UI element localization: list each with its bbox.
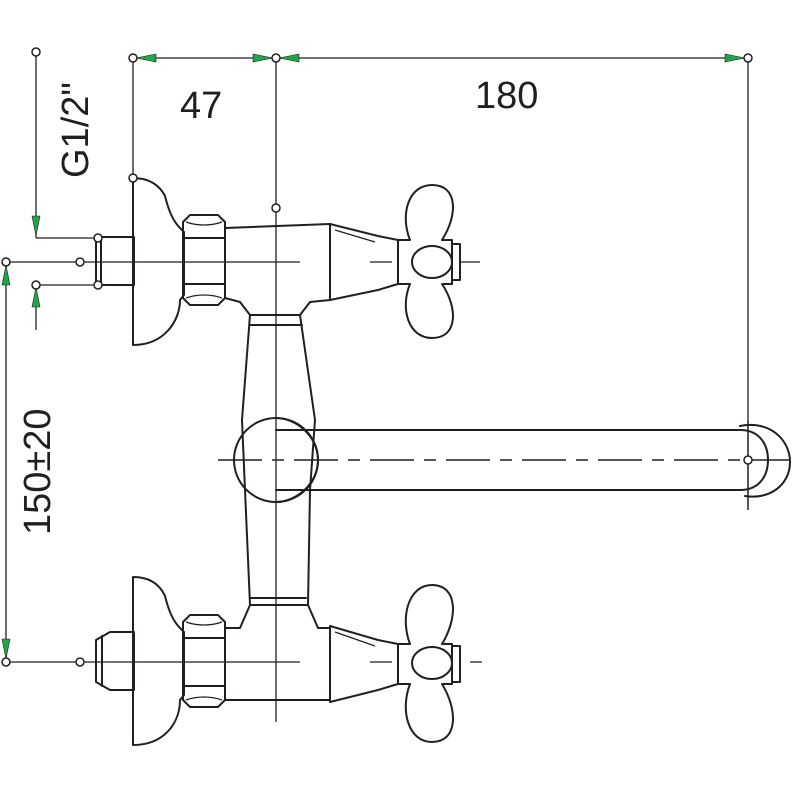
swivel-spout <box>233 417 791 503</box>
dimension-arrows <box>1 53 746 660</box>
upper-inlet-assembly <box>95 177 461 346</box>
center-lines <box>80 208 790 722</box>
dimension-180-label: 180 <box>475 75 538 117</box>
thread-size-label: G1/2" <box>55 82 97 178</box>
dimension-lines <box>5 52 749 663</box>
lower-inlet-assembly <box>95 576 461 746</box>
dimension-150-label: 150±20 <box>17 408 59 535</box>
dimension-47-label: 47 <box>180 85 222 127</box>
reference-dots <box>1 47 753 667</box>
